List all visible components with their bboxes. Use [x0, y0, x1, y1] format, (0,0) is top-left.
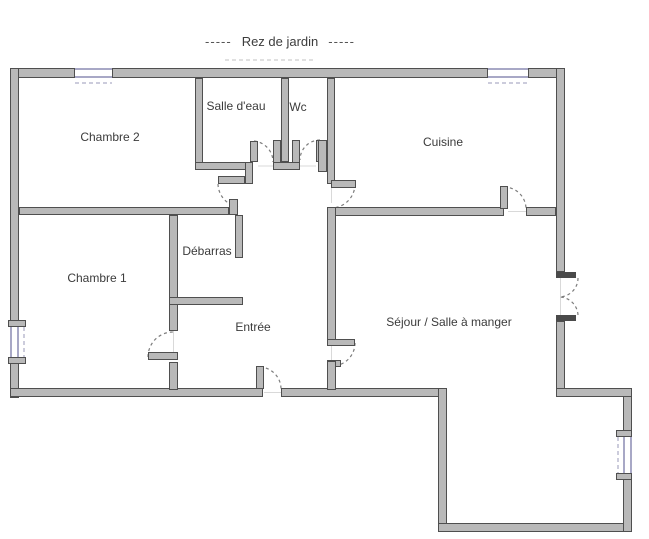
window-cap-chambre1-top — [8, 320, 26, 327]
title-dash-left: ----- — [205, 34, 232, 49]
room-label-salle-deau: Salle d'eau — [206, 99, 266, 113]
interior-wall-wc-cuisine-notch — [318, 140, 327, 172]
interior-wall-entree-sejour-2 — [327, 361, 336, 390]
room-label-chambre-1: Chambre 1 — [67, 271, 127, 285]
exterior-wall-left-1 — [10, 68, 19, 327]
interior-wall-divider-end-post — [229, 199, 238, 215]
exterior-wall-right-2 — [556, 321, 565, 397]
door-arc-french-door-top — [558, 277, 579, 298]
door-leaf-chambre1 — [148, 352, 178, 360]
exterior-wall-top-1 — [10, 68, 75, 78]
exterior-wall-bottom-1 — [10, 388, 263, 397]
door-arc-cuisine-sejour — [503, 186, 527, 210]
exterior-wall-bottom-2 — [281, 388, 447, 397]
room-label-debarras: Débarras — [182, 244, 232, 258]
interior-wall-chambre1-entree-2 — [169, 362, 178, 390]
door-leaf-cuisine-sejour — [500, 186, 508, 209]
door-leaf-front-entrance — [256, 366, 264, 389]
window-cap-extension-bottom — [616, 473, 632, 480]
room-label-wc: Wc — [289, 100, 307, 114]
french-door-jamb-bottom — [556, 315, 576, 321]
interior-wall-debarras-right — [235, 215, 243, 258]
door-leaf-cuisine-hall — [331, 180, 356, 188]
exterior-wall-top-2 — [112, 68, 488, 78]
interior-wall-salledeau-wc — [281, 78, 289, 162]
window-extension — [623, 437, 632, 473]
interior-wall-cuisine-sejour-1 — [327, 207, 504, 216]
window-cuisine — [488, 68, 528, 78]
door-arc-chambre1 — [147, 331, 174, 358]
extension-wall-bottom — [438, 523, 632, 532]
interior-wall-wc-bottom — [273, 162, 300, 170]
interior-wall-wc-cuisine — [327, 78, 335, 184]
window-cap-extension-top — [616, 430, 632, 437]
room-label-chambre-2: Chambre 2 — [80, 130, 140, 144]
french-door-jamb-top — [556, 272, 576, 278]
door-arc-french-door-bottom — [558, 296, 579, 316]
interior-wall-entree-sejour-1 — [327, 207, 336, 342]
interior-wall-salledeau-step — [245, 162, 253, 184]
window-chambre1 — [10, 327, 19, 357]
room-label-entree: Entrée — [235, 320, 271, 334]
door-leaf-chambre2 — [218, 176, 245, 184]
door-leaf-entree-sejour — [327, 339, 355, 346]
exterior-wall-right-1 — [556, 68, 565, 272]
interior-wall-cuisine-sejour-2 — [526, 207, 556, 216]
extension-wall-left — [438, 388, 447, 532]
interior-wall-chambre2-chambre1 — [19, 207, 229, 215]
interior-wall-debarras-bottom — [169, 297, 243, 305]
interior-wall-chambre1-entree-1 — [169, 215, 178, 331]
room-label-cuisine: Cuisine — [422, 135, 464, 149]
threshold-lines — [173, 165, 561, 393]
plan-title-text: Rez de jardin — [241, 34, 319, 49]
window-sill-dashes — [23, 82, 619, 473]
door-arc-front-entrance — [259, 366, 282, 390]
plan-title: ----- Rez de jardin ----- — [150, 34, 410, 49]
title-dash-right: ----- — [328, 34, 355, 49]
interior-wall-chambre2-salledeau — [195, 78, 203, 170]
window-chambre2 — [75, 68, 112, 78]
door-leaf-salle-deau — [250, 141, 258, 162]
extension-wall-top — [556, 388, 632, 397]
extension-wall-right-2 — [623, 473, 632, 532]
room-label-sejour: Séjour / Salle à manger — [386, 315, 512, 329]
window-cap-chambre1-bottom — [8, 357, 26, 364]
